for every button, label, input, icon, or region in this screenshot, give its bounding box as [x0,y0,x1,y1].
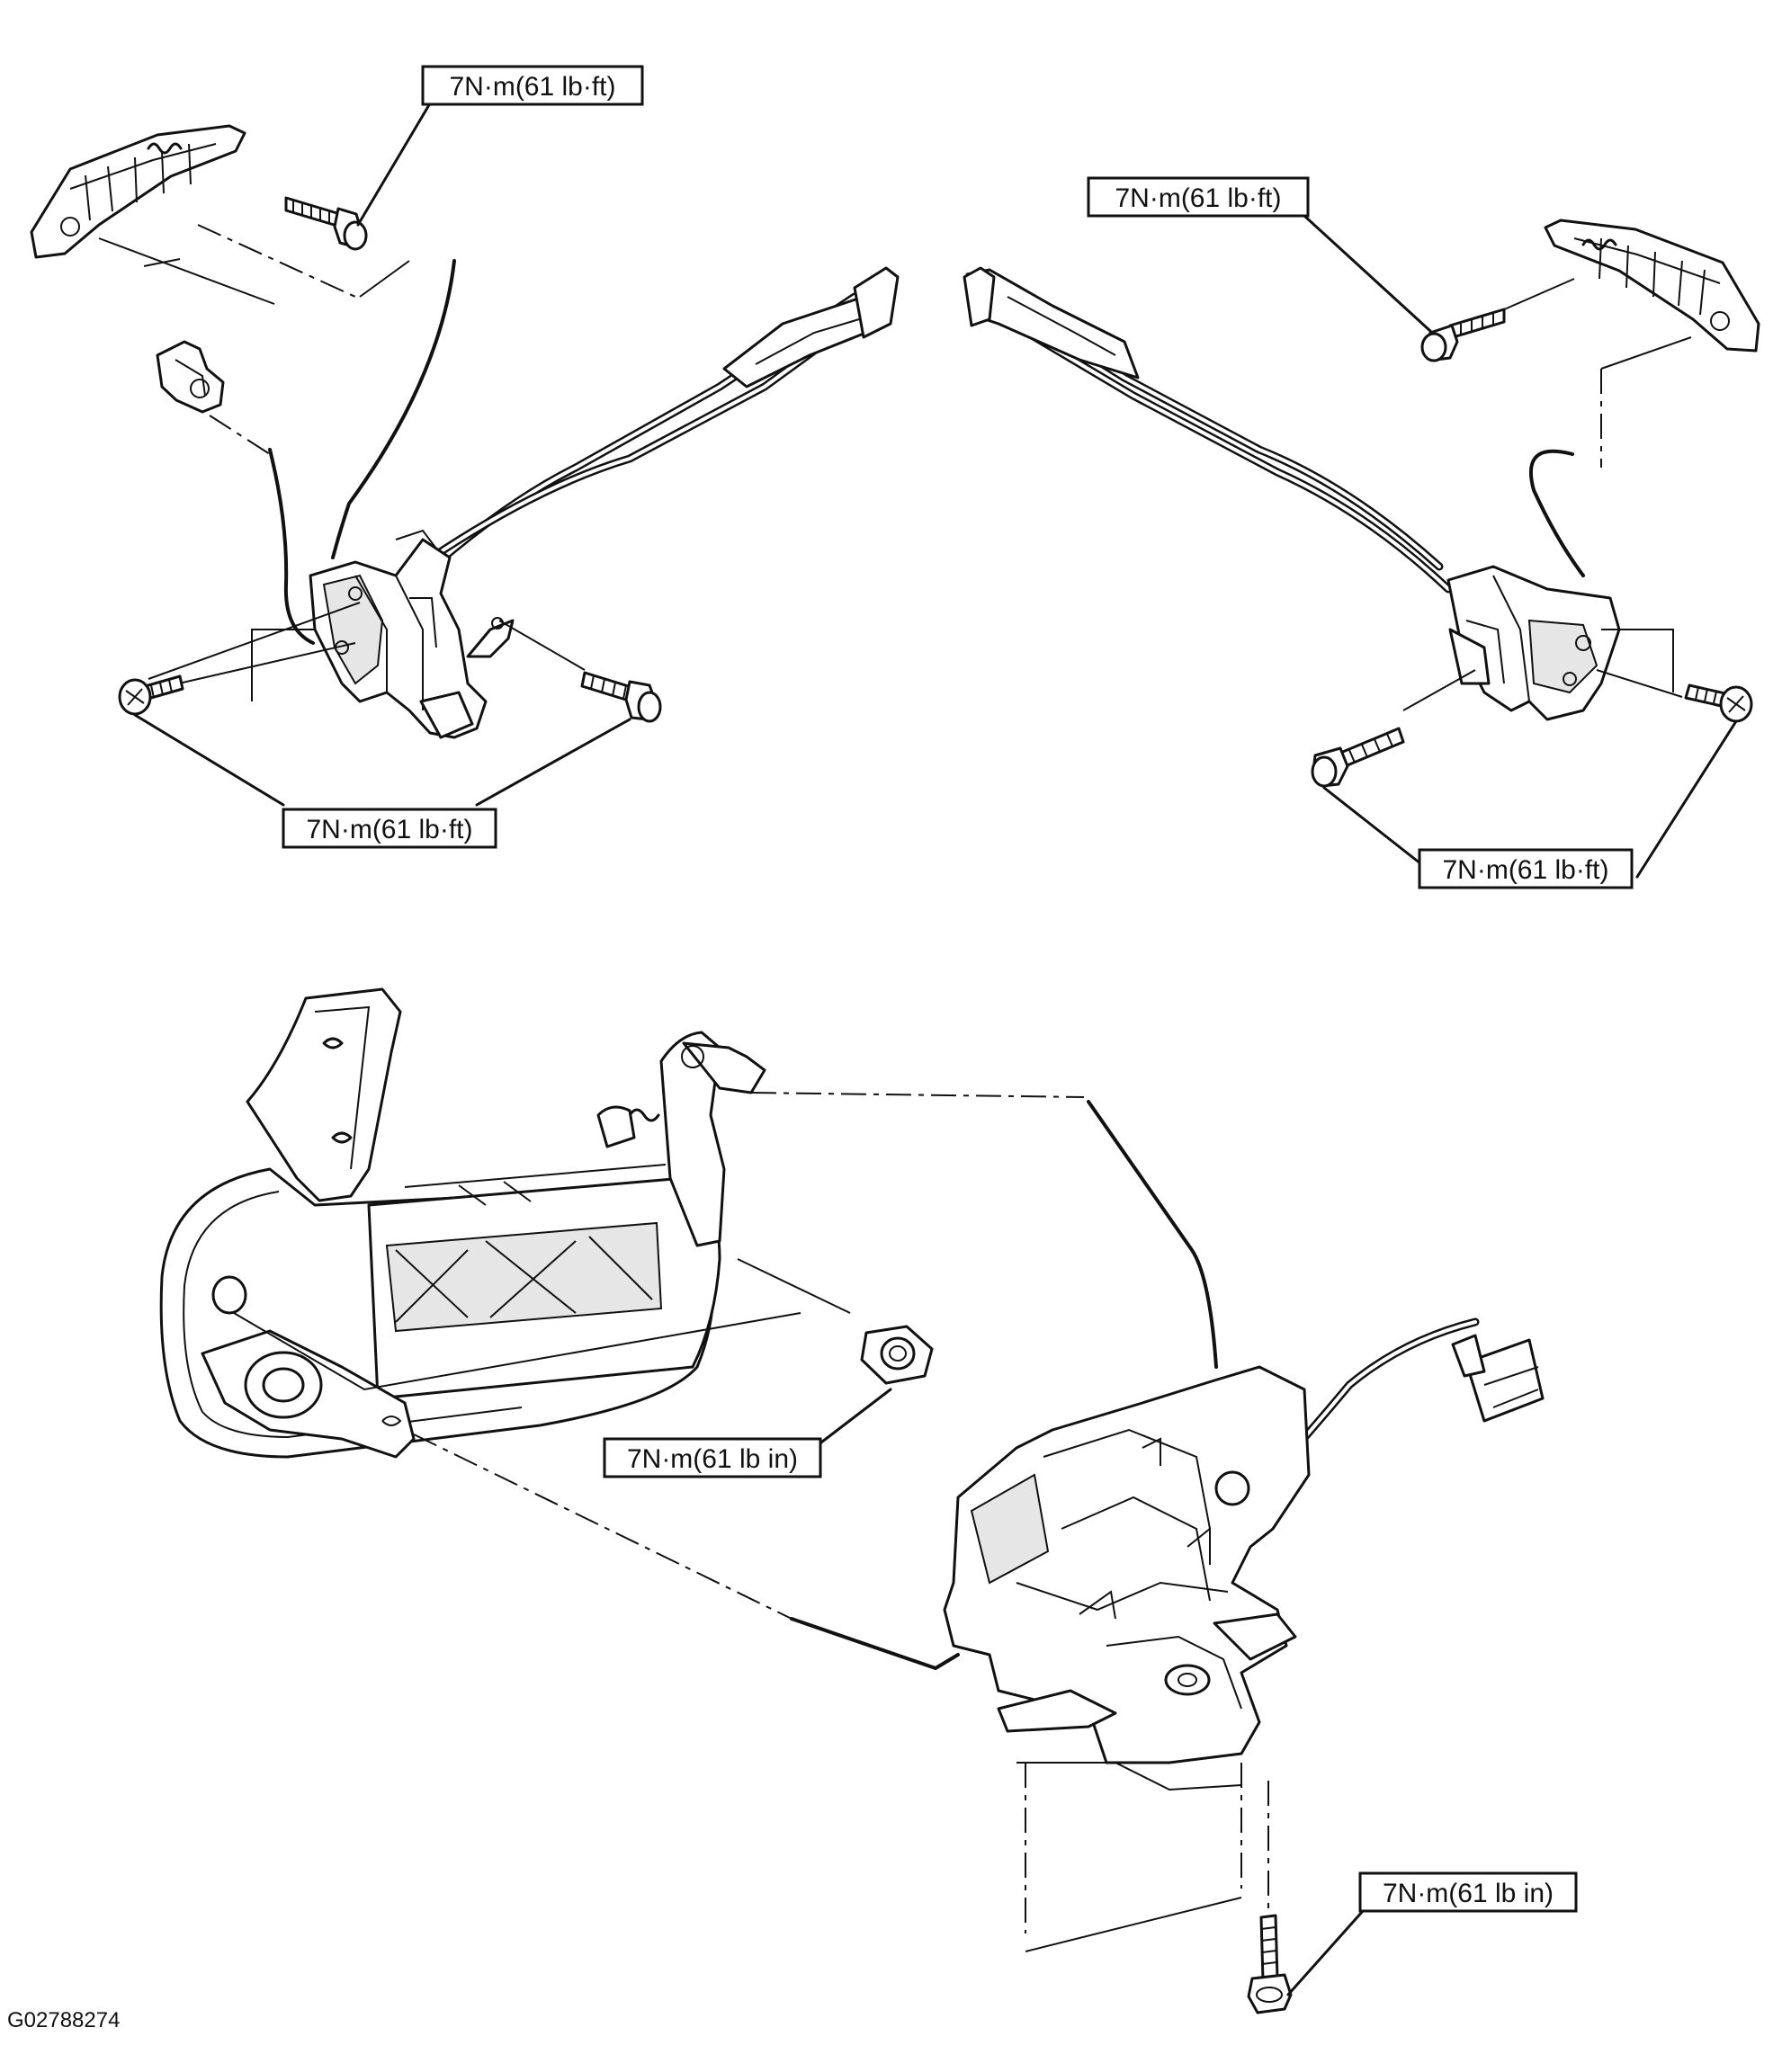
torque-text: 7N·m(61 lb·ft) [449,72,615,102]
lower-door-latch [943,1365,1311,1791]
left-rod-clip [156,340,225,414]
torque-label-left-latch: 7N·m(61 lb·ft) [282,808,497,849]
torque-text: 7N·m(61 lb in) [1383,1879,1554,1908]
left-latch-bolt-2 [580,671,662,723]
right-latch-bolt-2 [1684,683,1753,723]
torque-label-upper-right: 7N·m(61 lb·ft) [1087,176,1310,218]
torque-text: 7N·m(61 lb in) [627,1444,798,1474]
electrical-connector [1451,1334,1545,1423]
torque-text: 7N·m(61 lb·ft) [306,815,472,844]
figure-code: G02788274 [7,2008,120,2032]
left-door-assembly [30,102,900,807]
handle-nut [860,1325,934,1385]
lower-exterior-handle-assembly [159,987,1545,2014]
torque-label-upper-left: 7N·m(61 lb·ft) [421,65,644,106]
torque-text: 7N·m(61 lb·ft) [1115,183,1281,213]
right-handle-bolt [1420,308,1506,362]
torque-text: 7N·m(61 lb·ft) [1442,855,1608,885]
torque-label-right-latch: 7N·m(61 lb·ft) [1418,848,1634,889]
torque-label-handle-nut: 7N·m(61 lb in) [603,1437,822,1478]
right-door-assembly [963,214,1760,879]
left-handle-bolt [284,196,368,251]
left-door-latch [309,529,515,739]
left-latch-bolt-1 [118,674,184,716]
left-inside-handle [30,124,246,259]
lower-latch-bolt [1247,1914,1293,2014]
left-cable-bracket [722,266,900,388]
right-cable-bracket [963,266,1140,380]
exterior-door-handle [159,987,766,1459]
right-latch-bolt-1 [1311,727,1405,788]
right-door-latch [1446,565,1621,721]
right-inside-handle [1544,219,1760,353]
torque-label-lower-bolt: 7N·m(61 lb in) [1358,1871,1578,1913]
